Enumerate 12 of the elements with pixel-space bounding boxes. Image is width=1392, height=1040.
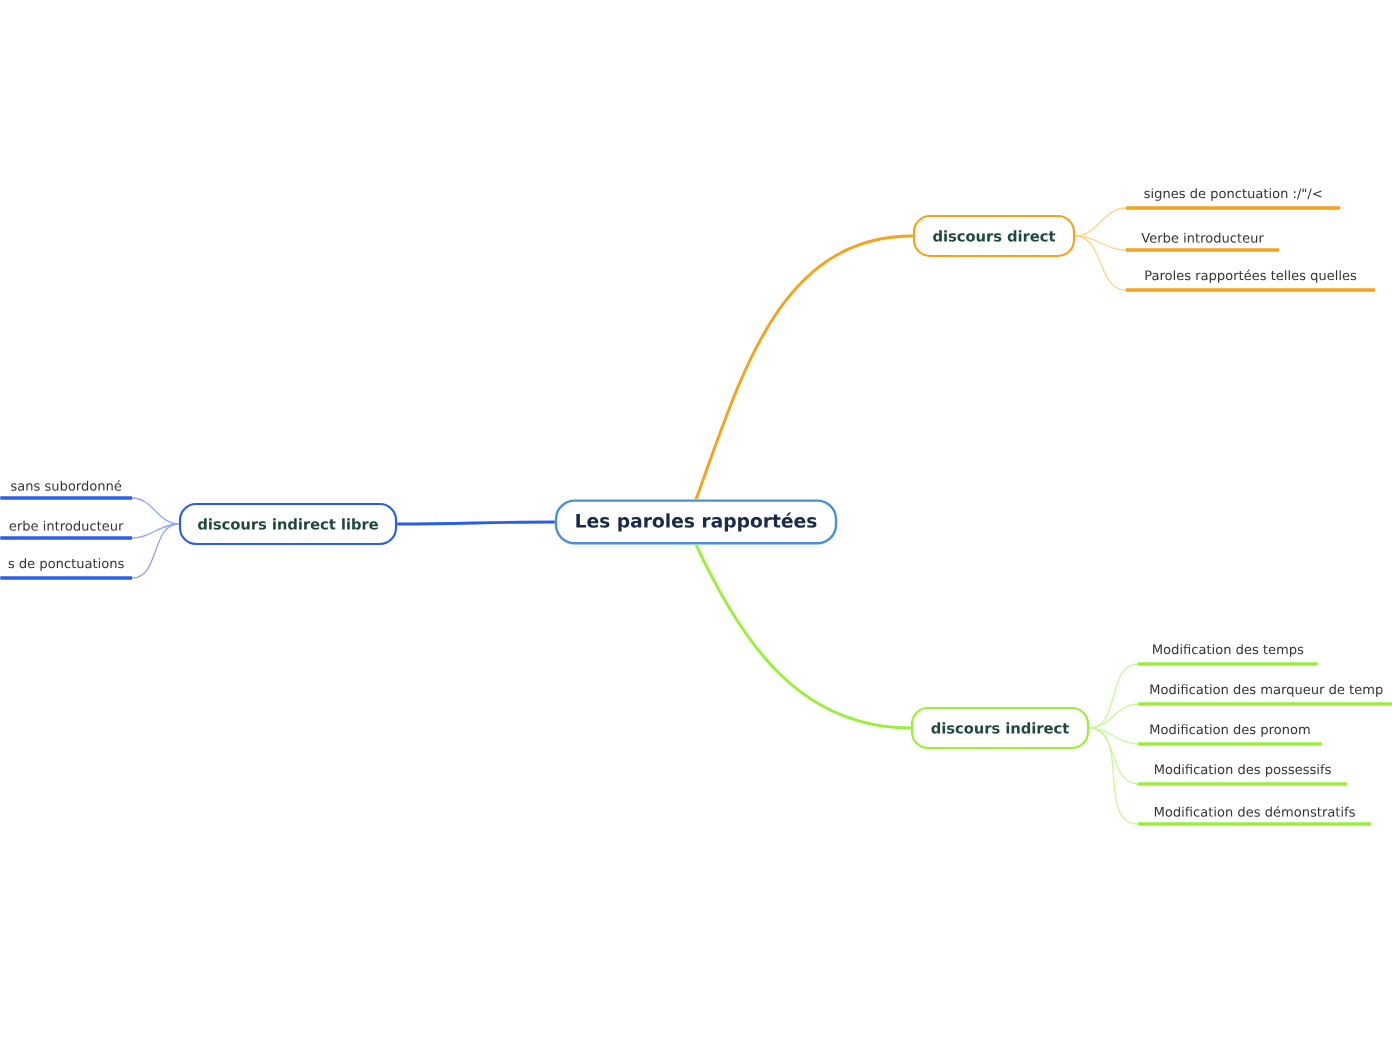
connector (131, 523, 180, 579)
connector (1074, 235, 1127, 291)
connector (1088, 703, 1139, 729)
connector (694, 543, 912, 730)
central-topic: Les paroles rapportées (554, 499, 838, 545)
connector (1088, 727, 1139, 785)
connector (397, 520, 555, 526)
connector (1074, 207, 1127, 237)
connector (694, 234, 914, 500)
connector (1088, 727, 1139, 825)
connector (131, 497, 180, 525)
connector (1088, 663, 1139, 729)
